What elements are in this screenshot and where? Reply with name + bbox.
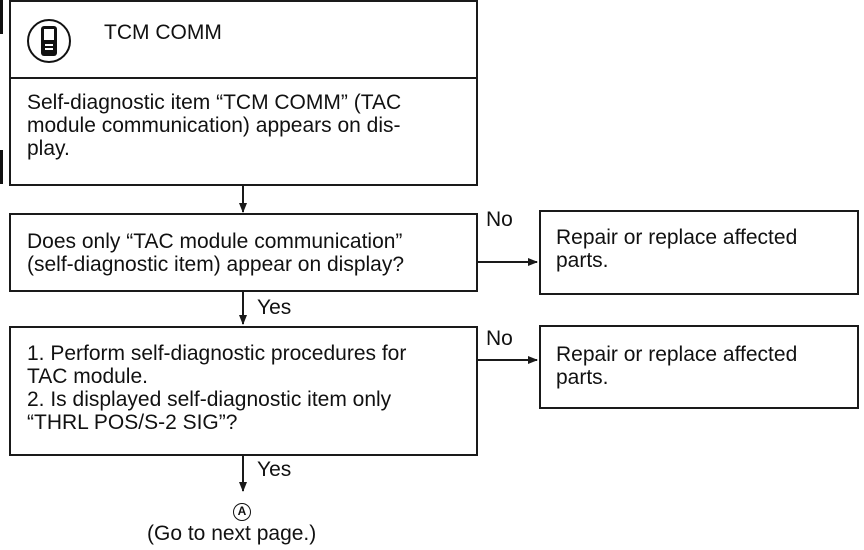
decision-box-1: [9, 213, 478, 292]
label-yes-2: Yes: [257, 458, 292, 481]
result-box-1: [539, 210, 859, 295]
connector-caption: (Go to next page.): [147, 522, 317, 545]
decision-box-2: [9, 326, 478, 456]
result-1-text: Repair or replace affected parts.: [556, 226, 798, 272]
left-edge-mark: [0, 0, 3, 34]
header-title-bar: [9, 0, 478, 79]
decision-2-text: 1. Perform self-diagnostic procedures fo…: [27, 342, 407, 434]
step-1-text: Self-diagnostic item “TCM COMM” (TAC mod…: [27, 91, 402, 160]
result-box-2: [539, 325, 859, 409]
decision-1-text: Does only “TAC module communication” (se…: [27, 230, 405, 276]
off-page-connector-symbol: A: [233, 503, 251, 521]
left-edge-mark: [0, 150, 3, 184]
consult-tester-icon: [27, 19, 71, 63]
label-no-1: No: [486, 208, 513, 231]
label-yes-1: Yes: [257, 296, 292, 319]
label-no-2: No: [486, 327, 513, 350]
header-title: TCM COMM: [104, 21, 222, 44]
result-2-text: Repair or replace affected parts.: [556, 343, 798, 389]
